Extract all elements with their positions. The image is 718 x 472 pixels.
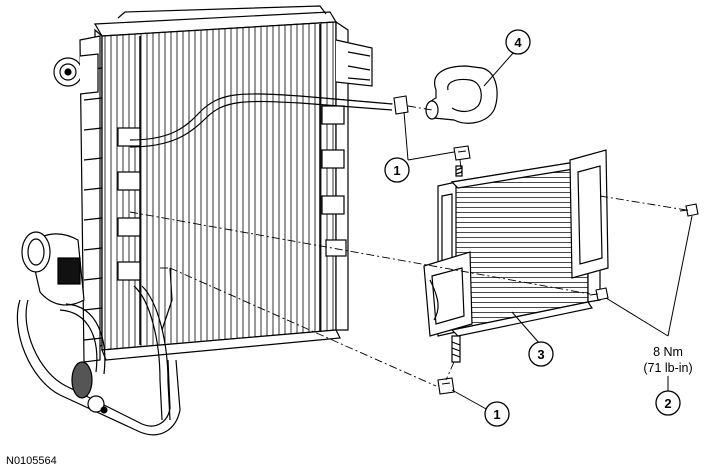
lower-hoses	[16, 231, 181, 436]
callout-3: 3	[528, 341, 554, 367]
figure-id: N0105564	[6, 455, 57, 467]
svg-text:3: 3	[537, 347, 544, 362]
clip-lower	[437, 377, 455, 395]
callout-2: 2	[655, 390, 681, 416]
cooler-line-upper	[129, 93, 393, 148]
bolt-upper	[679, 203, 699, 217]
callout-1-upper: 1	[384, 157, 410, 183]
callout-4: 4	[505, 29, 531, 55]
svg-text:2: 2	[664, 396, 671, 411]
svg-text:1: 1	[493, 407, 500, 422]
clip-hose-end	[393, 95, 409, 115]
clip-upper	[453, 145, 471, 161]
svg-text:1: 1	[393, 163, 400, 178]
cooler-hose	[425, 65, 498, 124]
assembly-lines	[129, 95, 687, 387]
bolt-lower	[589, 287, 609, 301]
svg-text:4: 4	[514, 35, 522, 50]
radiator-assembly	[53, 5, 373, 363]
torque-spec-metric: 8 Nm	[653, 345, 683, 359]
callout-leaders	[403, 51, 693, 411]
torque-spec-imperial: (71 lb-in)	[643, 361, 692, 375]
transmission-fluid-cooler	[423, 149, 609, 363]
callout-1-lower: 1	[484, 401, 510, 427]
